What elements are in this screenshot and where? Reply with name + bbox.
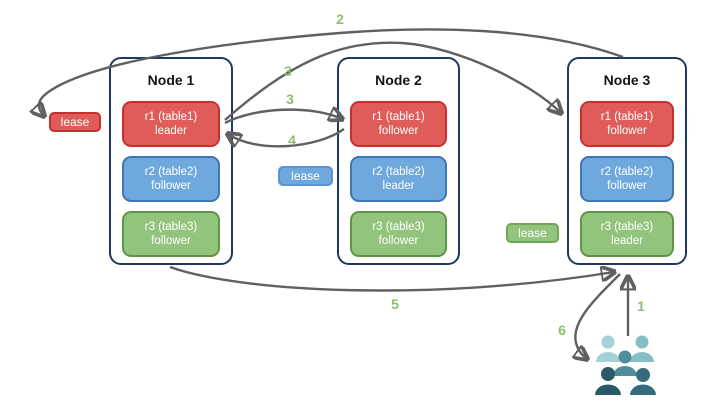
step-label-1: 1 [637,298,645,314]
replica-role: follower [151,180,191,192]
replica-role: follower [378,125,419,137]
replica-role: leader [155,125,187,137]
step-label-5: 5 [391,296,399,312]
replica-r2-table2: r2 (table2) follower [580,156,674,202]
node-1: Node 1 r1 (table1) leader r2 (table2) fo… [109,57,233,265]
lease-badge-r2: lease [278,166,333,186]
replica-role: leader [611,235,643,247]
step-label-4: 4 [288,132,296,148]
node-title: Node 3 [603,72,651,88]
arrow-step-3-to-node2 [224,110,342,125]
user-top-right [630,335,654,362]
replica-name: r2 (table2) [600,166,654,178]
step-label-3b: 3 [286,91,294,107]
user-bottom-left [595,367,621,395]
user-bottom-right [630,368,656,395]
node-title: Node 2 [375,72,422,88]
user-center [613,350,637,376]
replica-r3-table3: r3 (table3) follower [122,211,220,257]
replica-role: follower [151,235,191,247]
replica-role: follower [607,180,647,192]
user-top-left [596,335,620,362]
replica-name: r3 (table3) [600,221,654,233]
replica-r1-table1: r1 (table1) follower [350,101,447,147]
replica-role: follower [378,235,419,247]
step-label-2: 2 [336,11,344,27]
replica-r2-table2: r2 (table2) follower [122,156,220,202]
replica-name: r1 (table1) [144,111,198,123]
step-label-3a: 3 [284,63,292,79]
replica-role: leader [382,180,415,192]
replica-r1-table1: r1 (table1) follower [580,101,674,147]
node-3: Node 3 r1 (table1) follower r2 (table2) … [567,57,687,265]
arrow-step-5 [169,267,614,292]
replica-r3-table3: r3 (table3) follower [350,211,447,257]
users-group-icon [595,335,656,395]
replica-r2-table2: r2 (table2) leader [350,156,447,202]
lease-badge-r1: lease [49,112,101,132]
replica-role: follower [607,125,647,137]
lease-badge-r3: lease [506,223,559,243]
replica-name: r1 (table1) [600,111,654,123]
replica-name: r3 (table3) [372,221,425,233]
node-2: Node 2 r1 (table1) follower r2 (table2) … [337,57,460,265]
node-title: Node 1 [147,72,195,88]
step-label-6: 6 [558,322,566,338]
replica-name: r2 (table2) [144,166,198,178]
replica-r3-table3: r3 (table3) leader [580,211,674,257]
replica-r1-table1: r1 (table1) leader [122,101,220,147]
replica-name: r2 (table2) [372,166,425,178]
replica-name: r3 (table3) [144,221,198,233]
replica-name: r1 (table1) [372,111,425,123]
